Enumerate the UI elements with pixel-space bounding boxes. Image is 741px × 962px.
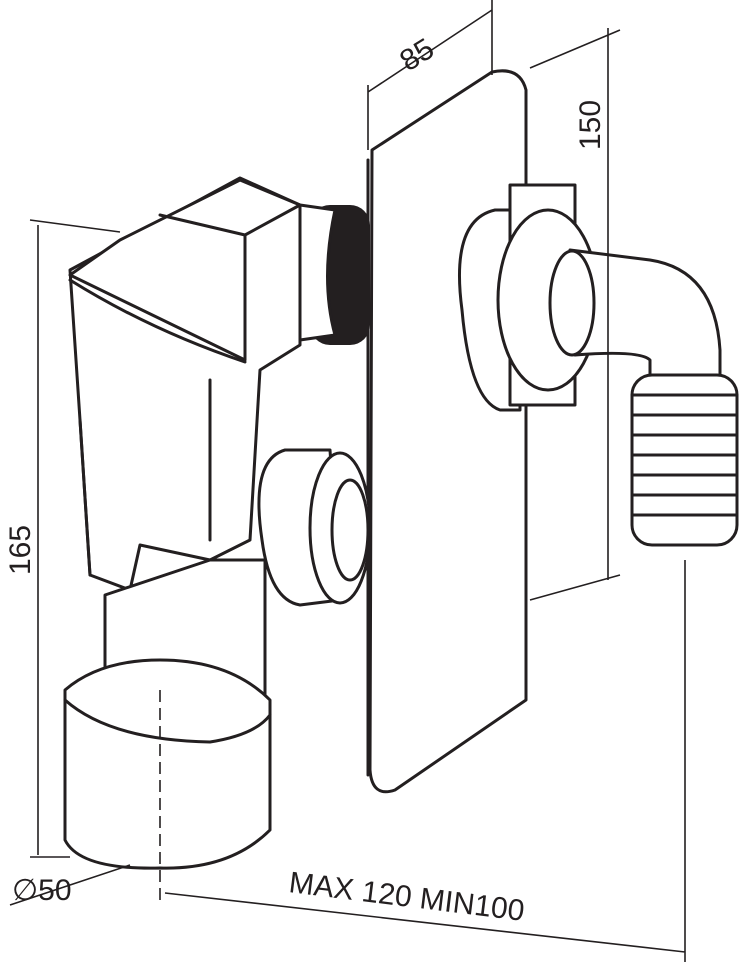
width-dimension-label: 85 — [394, 32, 440, 78]
wall-plate — [366, 69, 528, 794]
siphon-body — [63, 176, 302, 870]
total-height-dimension-label: 165 — [4, 525, 37, 575]
outlet-fitting — [458, 183, 722, 412]
dimension-lines — [9, 0, 686, 962]
plate-height-dimension-label: 150 — [574, 100, 607, 150]
front-nut — [257, 448, 372, 607]
diameter-dimension-label: ∅50 — [12, 874, 72, 907]
depth-dimension-label: MAX 120 MIN100 — [287, 866, 526, 928]
hose-connector — [630, 373, 739, 547]
